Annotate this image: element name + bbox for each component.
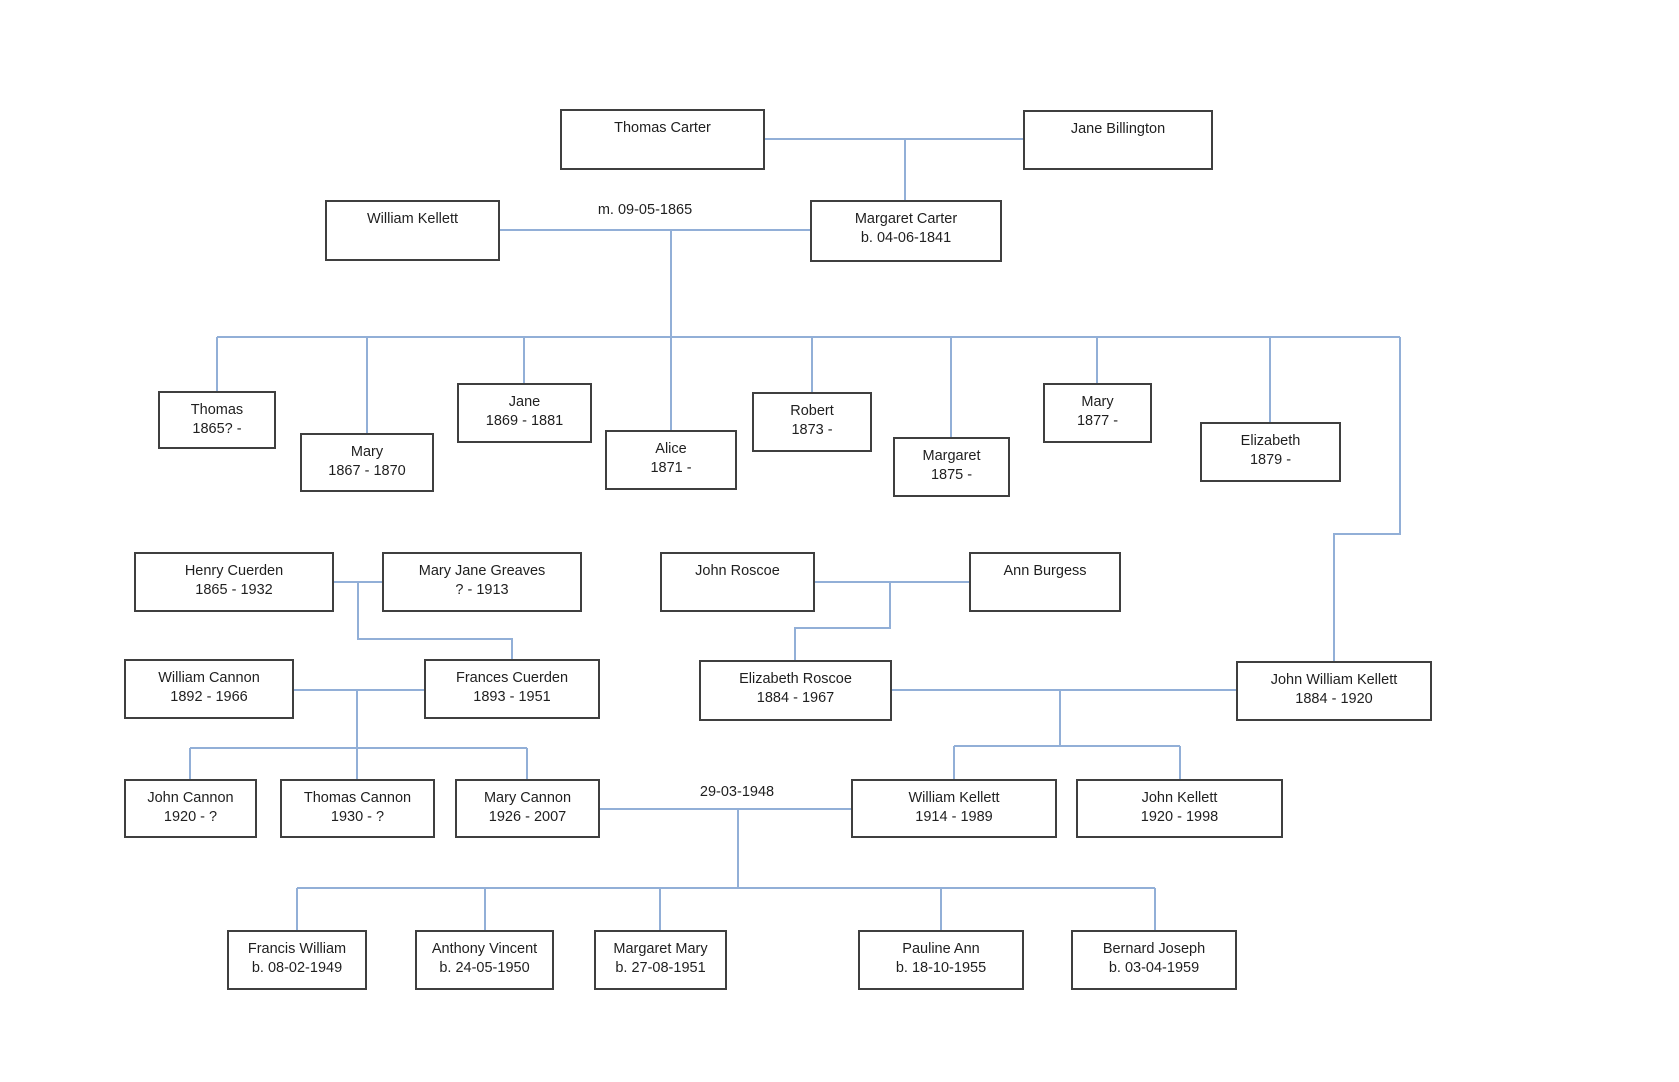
person-name: Mary: [1081, 394, 1114, 410]
person-box-mary-jane-greaves: Mary Jane Greaves ? - 1913: [382, 552, 582, 612]
person-box-mary-1867: Mary 1867 - 1870: [300, 433, 434, 492]
person-box-francis-william: Francis William b. 08-02-1949: [227, 930, 367, 990]
person-dates: 1875 -: [930, 467, 973, 483]
person-name: Henry Cuerden: [184, 563, 284, 579]
person-box-mary-1877: Mary 1877 -: [1043, 383, 1152, 443]
person-dates: b. 03-04-1959: [1108, 960, 1200, 976]
person-name: Frances Cuerden: [455, 670, 569, 686]
person-dates: 1884 - 1967: [756, 690, 835, 706]
person-dates: 1930 - ?: [330, 809, 385, 825]
person-dates: 1893 - 1951: [473, 689, 551, 705]
person-name: Bernard Joseph: [1102, 941, 1206, 957]
person-dates: 1865? -: [192, 421, 242, 437]
person-dates: 1867 - 1870: [328, 463, 406, 479]
person-box-ann-burgess: Ann Burgess: [969, 552, 1121, 612]
person-name: Margaret: [922, 448, 981, 464]
person-box-john-cannon: John Cannon 1920 - ?: [124, 779, 257, 838]
person-dates: b. 04-06-1841: [860, 230, 952, 246]
person-box-frances-cuerden: Frances Cuerden 1893 - 1951: [424, 659, 600, 719]
person-box-jane-billington: Jane Billington: [1023, 110, 1213, 170]
person-dates: 1869 - 1881: [485, 413, 564, 429]
person-box-pauline-ann: Pauline Ann b. 18-10-1955: [858, 930, 1024, 990]
person-dates: 1914 - 1989: [915, 809, 993, 825]
person-box-elizabeth-roscoe: Elizabeth Roscoe 1884 - 1967: [699, 660, 892, 721]
person-name: Robert: [790, 403, 834, 419]
person-dates: 1926 - 2007: [488, 809, 567, 825]
person-box-thomas-1865: Thomas 1865? -: [158, 391, 276, 449]
person-name: Anthony Vincent: [431, 941, 538, 957]
person-box-william-cannon: William Cannon 1892 - 1966: [124, 659, 294, 719]
marriage-date-label-1948: 29-03-1948: [699, 784, 775, 800]
person-box-alice-1871: Alice 1871 -: [605, 430, 737, 490]
person-name: John Kellett: [1141, 790, 1218, 806]
person-name: Pauline Ann: [902, 941, 980, 957]
person-box-anthony-vincent: Anthony Vincent b. 24-05-1950: [415, 930, 554, 990]
person-box-margaret-1875: Margaret 1875 -: [893, 437, 1010, 497]
person-box-thomas-cannon: Thomas Cannon 1930 - ?: [280, 779, 435, 838]
person-name: Mary Cannon: [483, 790, 572, 806]
person-name: William Cannon: [158, 670, 260, 686]
person-name: John William Kellett: [1270, 672, 1398, 688]
person-box-bernard-joseph: Bernard Joseph b. 03-04-1959: [1071, 930, 1237, 990]
person-dates: 1871 -: [650, 460, 692, 476]
person-name: Margaret Mary: [613, 941, 708, 957]
person-dates: 1873 -: [791, 422, 833, 438]
person-name: John Cannon: [147, 790, 234, 806]
person-box-thomas-carter: Thomas Carter: [560, 109, 765, 170]
person-name: Mary Jane Greaves: [418, 563, 546, 579]
person-name: Mary: [350, 444, 384, 460]
person-dates: 1892 - 1966: [170, 689, 248, 705]
person-box-william-kellett-sr: William Kellett: [325, 200, 500, 261]
person-name: Thomas Cannon: [303, 790, 412, 806]
person-name: Francis William: [247, 941, 347, 957]
person-name: Alice: [655, 441, 687, 457]
line-roscoe-burgess-child-elbow: [794, 582, 891, 660]
person-dates: b. 18-10-1955: [895, 960, 987, 976]
person-box-john-william-kellett: John William Kellett 1884 - 1920: [1236, 661, 1432, 721]
person-box-jane-1869: Jane 1869 - 1881: [457, 383, 592, 443]
person-box-william-kellett-jr: William Kellett 1914 - 1989: [851, 779, 1057, 838]
person-dates: 1879 -: [1249, 452, 1292, 468]
person-dates: b. 27-08-1951: [615, 960, 706, 976]
line-cuerden-greaves-child-elbow: [357, 582, 513, 660]
person-box-elizabeth-1879: Elizabeth 1879 -: [1200, 422, 1341, 482]
person-box-henry-cuerden: Henry Cuerden 1865 - 1932: [134, 552, 334, 612]
person-box-john-roscoe: John Roscoe: [660, 552, 815, 612]
marriage-date-label-1865: m. 09-05-1865: [597, 202, 693, 218]
person-name: Jane Billington: [1070, 121, 1166, 137]
person-name: Margaret Carter: [854, 211, 958, 227]
person-dates: 1920 - 1998: [1140, 809, 1219, 825]
person-box-margaret-carter: Margaret Carter b. 04-06-1841: [810, 200, 1002, 262]
person-dates: 1884 - 1920: [1295, 691, 1373, 707]
person-name: Ann Burgess: [1003, 563, 1087, 579]
line-drop-john-william-kellett: [1333, 337, 1401, 661]
person-dates: 1920 - ?: [163, 809, 218, 825]
person-name: Thomas: [190, 402, 244, 418]
person-box-mary-cannon: Mary Cannon 1926 - 2007: [455, 779, 600, 838]
person-name: John Roscoe: [695, 563, 780, 579]
person-dates: 1877 -: [1076, 413, 1119, 429]
person-dates: b. 08-02-1949: [251, 960, 343, 976]
person-name: William Kellett: [908, 790, 1000, 806]
person-dates: ? - 1913: [455, 582, 509, 598]
person-name: Thomas Carter: [614, 120, 711, 136]
person-name: Elizabeth Roscoe: [739, 671, 852, 687]
person-name: William Kellett: [366, 211, 459, 227]
person-box-robert-1873: Robert 1873 -: [752, 392, 872, 452]
person-name: Elizabeth: [1240, 433, 1301, 449]
person-box-john-kellett: John Kellett 1920 - 1998: [1076, 779, 1283, 838]
person-dates: 1865 - 1932: [195, 582, 273, 598]
person-box-margaret-mary: Margaret Mary b. 27-08-1951: [594, 930, 727, 990]
person-name: Jane: [508, 394, 541, 410]
person-dates: b. 24-05-1950: [439, 960, 530, 976]
